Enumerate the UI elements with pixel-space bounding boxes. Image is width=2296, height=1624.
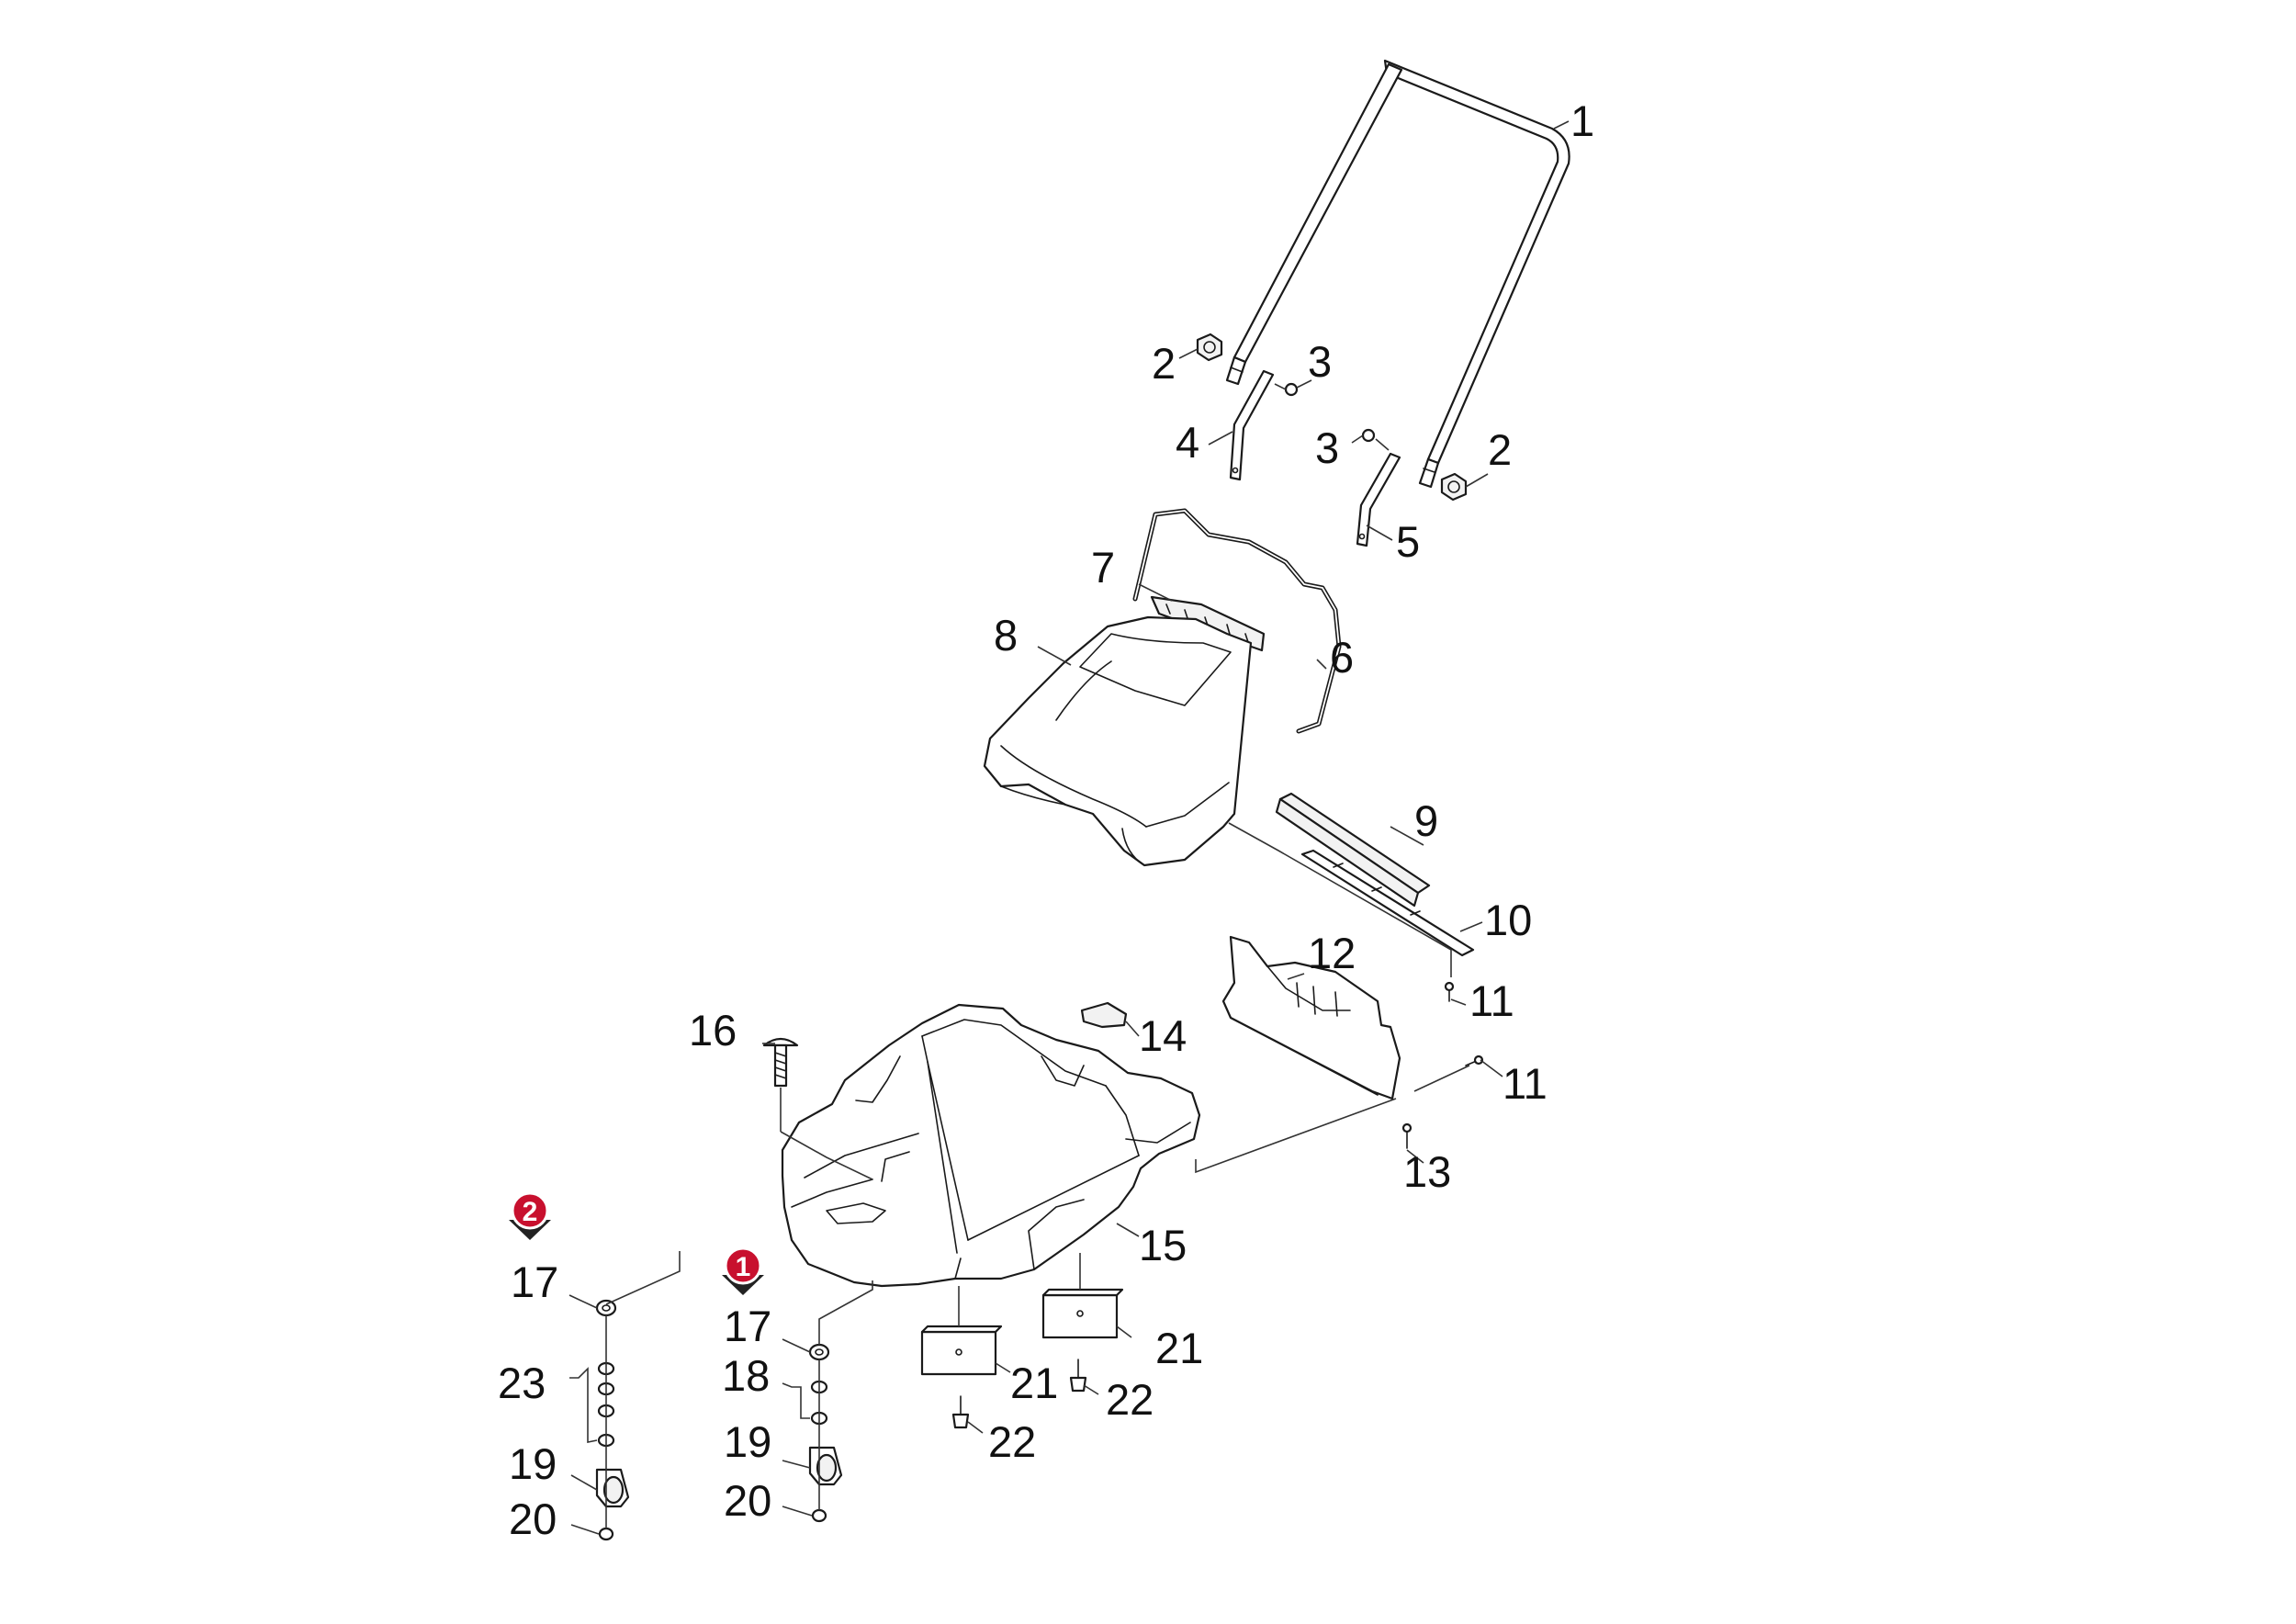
callout-label: 21 [1010, 1359, 1058, 1407]
callout-label: 4 [1176, 418, 1199, 467]
callout-label: 12 [1308, 929, 1356, 977]
push-pin-part[interactable] [951, 1359, 1087, 1429]
carry-grip-part[interactable] [1080, 1001, 1128, 1029]
callout-label: 21 [1155, 1324, 1203, 1372]
handle-bracket-left-part[interactable] [1229, 369, 1275, 481]
wheel-stack-variant-1[interactable] [808, 1343, 843, 1523]
callout-label: 13 [1403, 1147, 1451, 1196]
variant-badge-2: 2 [509, 1191, 551, 1240]
badge-label: 2 [523, 1197, 538, 1227]
callout-label: 20 [509, 1494, 557, 1543]
foam-block-part[interactable] [920, 1288, 1124, 1376]
handle-bracket-right-part[interactable] [1356, 452, 1401, 547]
callout-label: 11 [1503, 1059, 1548, 1108]
handle-knob-part[interactable] [1196, 333, 1468, 502]
badge-circle-icon [724, 1246, 762, 1285]
assembly-guide-lines [605, 822, 1470, 1528]
callout-label: 10 [1484, 896, 1532, 944]
callout-label: 11 [1469, 976, 1514, 1025]
grass-bag-frame-part[interactable] [1132, 508, 1342, 734]
badge-circle-icon [511, 1191, 549, 1230]
wheel-bolt-part[interactable] [762, 1037, 799, 1088]
leader-lines [568, 120, 1570, 1535]
callout-label: 17 [511, 1257, 558, 1306]
callout-label: 17 [724, 1302, 771, 1350]
callout-label: 6 [1330, 633, 1354, 682]
callout-label: 1 [1570, 96, 1594, 145]
callout-label: 16 [689, 1006, 737, 1054]
callout-label: 15 [1139, 1221, 1187, 1269]
variant-badge-1: 1 [722, 1246, 764, 1295]
callout-label: 7 [1091, 543, 1115, 592]
wheel-stack-variant-2[interactable] [595, 1299, 630, 1541]
grass-bag-part[interactable] [983, 615, 1253, 867]
callout-label: 5 [1396, 517, 1420, 566]
callout-label: 19 [724, 1417, 771, 1466]
badge-label: 1 [736, 1252, 751, 1282]
callout-label: 3 [1308, 337, 1332, 386]
callout-label: 22 [1106, 1375, 1154, 1424]
handle-bar-part[interactable] [1225, 59, 1570, 489]
callout-label: 22 [988, 1417, 1036, 1466]
rear-guard-part[interactable] [1221, 935, 1401, 1100]
flap-screw-part[interactable] [1444, 981, 1484, 1066]
callout-label: 18 [722, 1351, 770, 1400]
callout-label: 19 [509, 1439, 557, 1488]
callout-label: 2 [1488, 425, 1512, 474]
callout-label: 8 [994, 611, 1018, 660]
callout-numbers: 1 2 3 4 3 2 5 7 8 6 9 10 12 11 16 14 11 … [498, 96, 1594, 1543]
mower-deck-housing-part[interactable] [781, 1003, 1201, 1288]
callout-label: 2 [1152, 339, 1176, 388]
callout-label: 9 [1414, 796, 1438, 845]
callout-label: 3 [1315, 423, 1339, 472]
callout-label: 14 [1139, 1011, 1187, 1060]
callout-label: 20 [724, 1476, 771, 1525]
flap-rod-part[interactable] [1300, 849, 1475, 957]
guard-screw-part[interactable] [1401, 1122, 1412, 1149]
callout-label: 23 [498, 1359, 546, 1407]
rear-flap-part[interactable] [1275, 792, 1431, 908]
